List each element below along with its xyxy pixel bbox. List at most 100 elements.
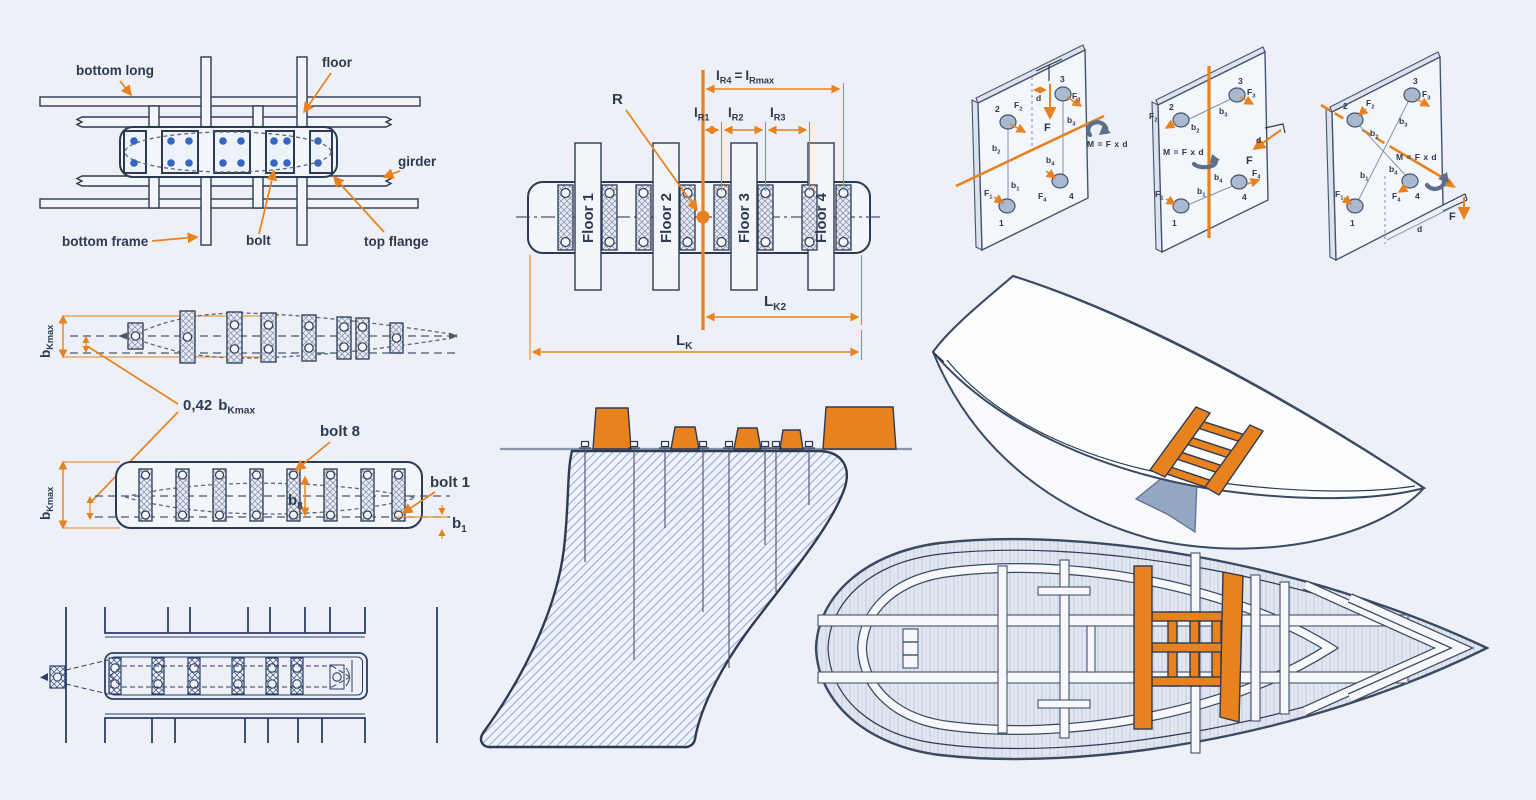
label-f1: F1 bbox=[1335, 189, 1344, 202]
f3-arrow bbox=[1066, 96, 1083, 107]
svg-text:Floor 4: Floor 4 bbox=[813, 192, 830, 243]
label-ir1: IR1 bbox=[694, 105, 710, 123]
f4-arrow bbox=[1045, 169, 1057, 179]
keel-nuts bbox=[579, 440, 815, 449]
label-bkmax-top: bKmax bbox=[38, 324, 55, 358]
bolt-number-1: 1 bbox=[999, 218, 1004, 228]
label-moment: M = F x d bbox=[1396, 152, 1437, 162]
label-f4: F4 bbox=[1038, 191, 1047, 204]
f3-arrow bbox=[1239, 95, 1255, 105]
transom-edge bbox=[932, 351, 945, 363]
label-f4: F4 bbox=[1252, 168, 1261, 181]
hull-interior bbox=[931, 274, 1427, 500]
bolt-number-3: 3 bbox=[1238, 76, 1243, 86]
label-bolt: bolt bbox=[246, 233, 271, 248]
f2-arrow bbox=[1357, 105, 1369, 116]
label-b8: b8 bbox=[288, 492, 303, 512]
label-b2: b2 bbox=[1191, 122, 1199, 135]
keel-fin-outline-bottom bbox=[124, 482, 417, 515]
blueprint-plan-view bbox=[40, 607, 438, 743]
label-f3: F3 bbox=[1072, 91, 1080, 104]
label-f2: F2 bbox=[1014, 100, 1022, 113]
rotation-arrowhead bbox=[1438, 172, 1449, 183]
keel-tip-arrow-left bbox=[118, 332, 127, 340]
label-bkmax-bottom: bKmax bbox=[38, 486, 55, 520]
forward-leader-dashes bbox=[65, 659, 109, 695]
bolt-connector-lines bbox=[1182, 96, 1238, 208]
moment-axis-arrowhead bbox=[1444, 178, 1456, 188]
label-b2: b2 bbox=[992, 143, 1000, 156]
bolt-plate-diagram-3: d F F2 F3 F1 F4 b2 b3 b1 b4 2 3 1 4 M = … bbox=[1320, 51, 1471, 262]
label-b1: b1 bbox=[452, 515, 467, 535]
label-f2: F2 bbox=[1149, 111, 1157, 124]
bolt1-leader bbox=[401, 491, 436, 514]
moment-axis-solid bbox=[1390, 145, 1451, 184]
hatched-floor-bars-top bbox=[127, 310, 404, 364]
d-baseline bbox=[1386, 205, 1456, 241]
girder-upper-band bbox=[75, 116, 393, 128]
label-f: F bbox=[1449, 211, 1456, 223]
lower-longitudinal-stiffeners bbox=[104, 717, 366, 743]
moment-axis-diagonal bbox=[955, 114, 1105, 188]
keel-dashed-outline bbox=[109, 665, 351, 688]
aft-bolt bbox=[332, 672, 342, 682]
r-leader bbox=[625, 109, 698, 212]
top-flange-leader bbox=[332, 175, 385, 233]
hatched-bolt-plates bbox=[557, 184, 852, 251]
keel-bolt-rods bbox=[584, 449, 810, 668]
rotation-arrowhead bbox=[1099, 125, 1111, 135]
bolt-number-1: 1 bbox=[1172, 218, 1177, 228]
f2-arrow bbox=[1009, 123, 1027, 133]
girder-leader bbox=[382, 168, 401, 179]
girder-construction-diagram: bottom long floor girder bottom frame bo… bbox=[39, 55, 437, 249]
keel-fin-section bbox=[479, 406, 912, 749]
bottom-frame-leader bbox=[151, 232, 199, 244]
bolt-dots bbox=[130, 137, 322, 167]
label-f: F bbox=[1044, 122, 1051, 134]
svg-text:Floor 3: Floor 3 bbox=[736, 193, 753, 243]
rotation-arrow bbox=[1191, 157, 1218, 170]
label-b2: b2 bbox=[1370, 128, 1378, 141]
label-f1: F1 bbox=[1155, 189, 1164, 202]
keel-flange-outline-bottom bbox=[115, 461, 423, 529]
bkmax-extension-lines-top bbox=[63, 315, 279, 358]
bolt-leader bbox=[258, 169, 278, 235]
bolt-number-3: 3 bbox=[1413, 76, 1418, 86]
bottom-long-leader bbox=[119, 80, 133, 97]
ir-extension-lines bbox=[720, 122, 811, 191]
hatched-floor-bars-bottom bbox=[138, 468, 406, 522]
label-b4: b4 bbox=[1389, 164, 1398, 177]
label-b1: b1 bbox=[1011, 180, 1020, 193]
f4-arrow bbox=[1246, 177, 1261, 188]
bolt-plate-diagram-1: F d F2 F3 F1 F4 b2 b3 b1 b4 2 3 1 4 M = … bbox=[955, 44, 1128, 252]
keel-outline-upper bbox=[130, 312, 458, 337]
label-bottom-long: bottom long bbox=[76, 63, 154, 78]
label-f3: F3 bbox=[1247, 87, 1255, 100]
rotation-arrowhead bbox=[1210, 154, 1220, 164]
bolt-connector-lines bbox=[1007, 101, 1064, 199]
keel-width-diagram-bolts: bKmax bolt 8 b8 bolt 1 b1 bbox=[38, 423, 470, 539]
f1-arrow bbox=[993, 194, 1005, 204]
keel-floor-grid-plan bbox=[1133, 565, 1244, 730]
label-bolt1: bolt 1 bbox=[430, 474, 470, 491]
label-moment: M = F x d bbox=[1087, 139, 1128, 149]
floor-spacing-diagram: Floor 1 Floor 2 Floor 3 Floor 4 R IR4=IR… bbox=[516, 68, 880, 360]
bolt-number-1: 1 bbox=[1350, 218, 1355, 228]
label-lk: LK bbox=[676, 332, 693, 352]
ring-stringer bbox=[858, 564, 1338, 734]
label-floor: floor bbox=[322, 55, 353, 70]
label-d: d bbox=[1417, 224, 1422, 234]
label-ir2: IR2 bbox=[728, 105, 744, 123]
label-f4: F4 bbox=[1392, 191, 1401, 204]
force-arrow bbox=[1252, 129, 1282, 151]
label-f2: F2 bbox=[1366, 98, 1374, 111]
f3-arrow bbox=[1414, 97, 1431, 107]
keel-fin-dashed-outline bbox=[124, 131, 332, 173]
bkmax-extension-lines-bottom bbox=[63, 461, 120, 529]
hull-3d-view bbox=[931, 274, 1427, 550]
forward-bolt bbox=[52, 672, 63, 682]
label-bottom-frame: bottom frame bbox=[62, 234, 149, 249]
label-b1: b1 bbox=[1360, 170, 1369, 183]
label-b1: b1 bbox=[1197, 186, 1206, 199]
